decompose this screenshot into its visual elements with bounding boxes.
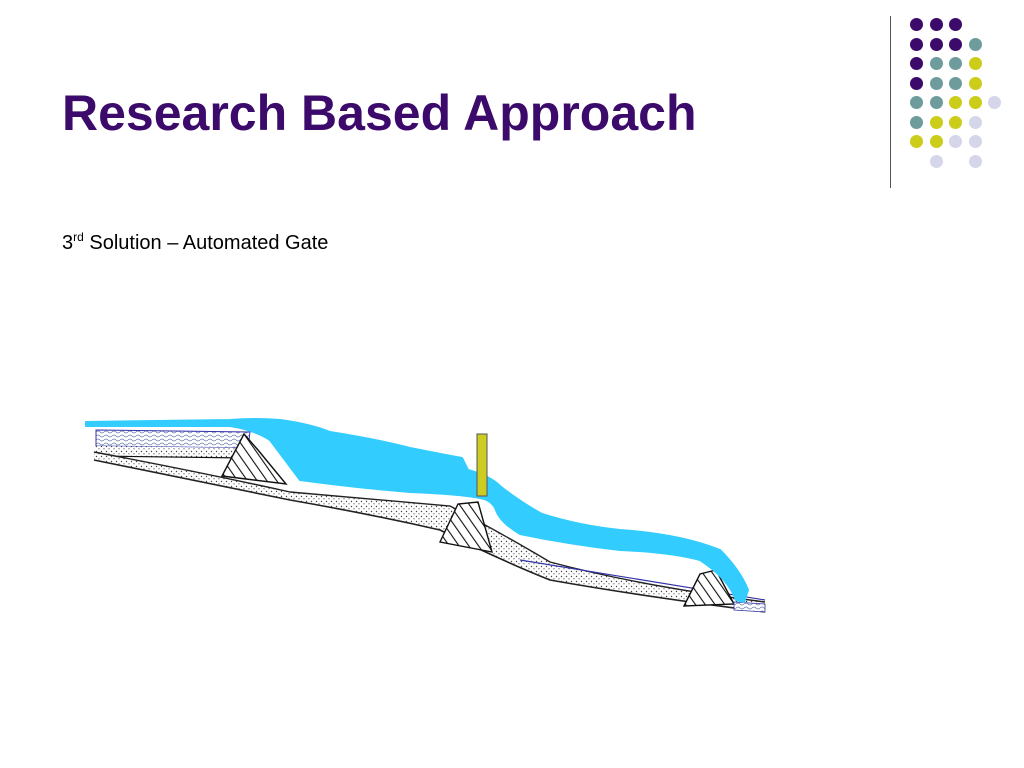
decorative-dot [910, 96, 923, 109]
decorative-dot [968, 135, 982, 148]
decorative-dot [988, 96, 1001, 109]
automated-gate-icon [476, 433, 488, 497]
decorative-dot [968, 154, 982, 168]
stepped-channel-automated-gate-diagram-icon [85, 418, 766, 613]
decorative-dot [949, 96, 962, 109]
decorative-dot [929, 115, 943, 129]
subtitle-text: Solution – Automated Gate [89, 232, 329, 254]
lower-floor [733, 601, 766, 613]
decorative-dot [929, 154, 943, 168]
decorative-dot [968, 76, 982, 90]
decorative-dot [949, 76, 962, 90]
decorative-dot [910, 37, 923, 51]
decorative-dot [968, 57, 982, 70]
decorative-dot [968, 37, 982, 51]
decorative-dot [929, 96, 943, 109]
header-divider [890, 16, 891, 188]
channel-base-line [93, 459, 766, 613]
subtitle-superscript: rd [73, 230, 84, 244]
slide-title: Research Based Approach [62, 85, 697, 141]
decorative-dot [968, 115, 982, 129]
decorative-dot [910, 76, 923, 90]
decorative-dot [949, 37, 962, 51]
decorative-dot [949, 18, 962, 31]
decorative-dot [929, 57, 943, 70]
decorative-dot [949, 135, 962, 148]
decorative-dot [929, 135, 943, 148]
decorative-dot [910, 18, 923, 31]
subtitle-number: 3 [62, 232, 74, 254]
decorative-dot [929, 18, 943, 31]
decorative-dot [929, 76, 943, 90]
water-flow [85, 418, 749, 603]
channel-bed-line [93, 451, 766, 603]
decorative-dot [910, 115, 923, 129]
upper-pool [95, 429, 251, 459]
decorative-dot [949, 115, 962, 129]
decorative-dot [910, 57, 923, 70]
decorative-dot [929, 37, 943, 51]
dot-grid-icon [900, 10, 1010, 170]
slide-subtitle: 3rd Solution – Automated Gate [62, 230, 329, 255]
decorative-dot [910, 135, 923, 148]
decorative-dot [949, 57, 962, 70]
drop-structure-1 [220, 432, 288, 485]
decorative-dot [968, 96, 982, 109]
sediment-layer [94, 452, 765, 608]
drop-structure-2 [438, 501, 493, 553]
